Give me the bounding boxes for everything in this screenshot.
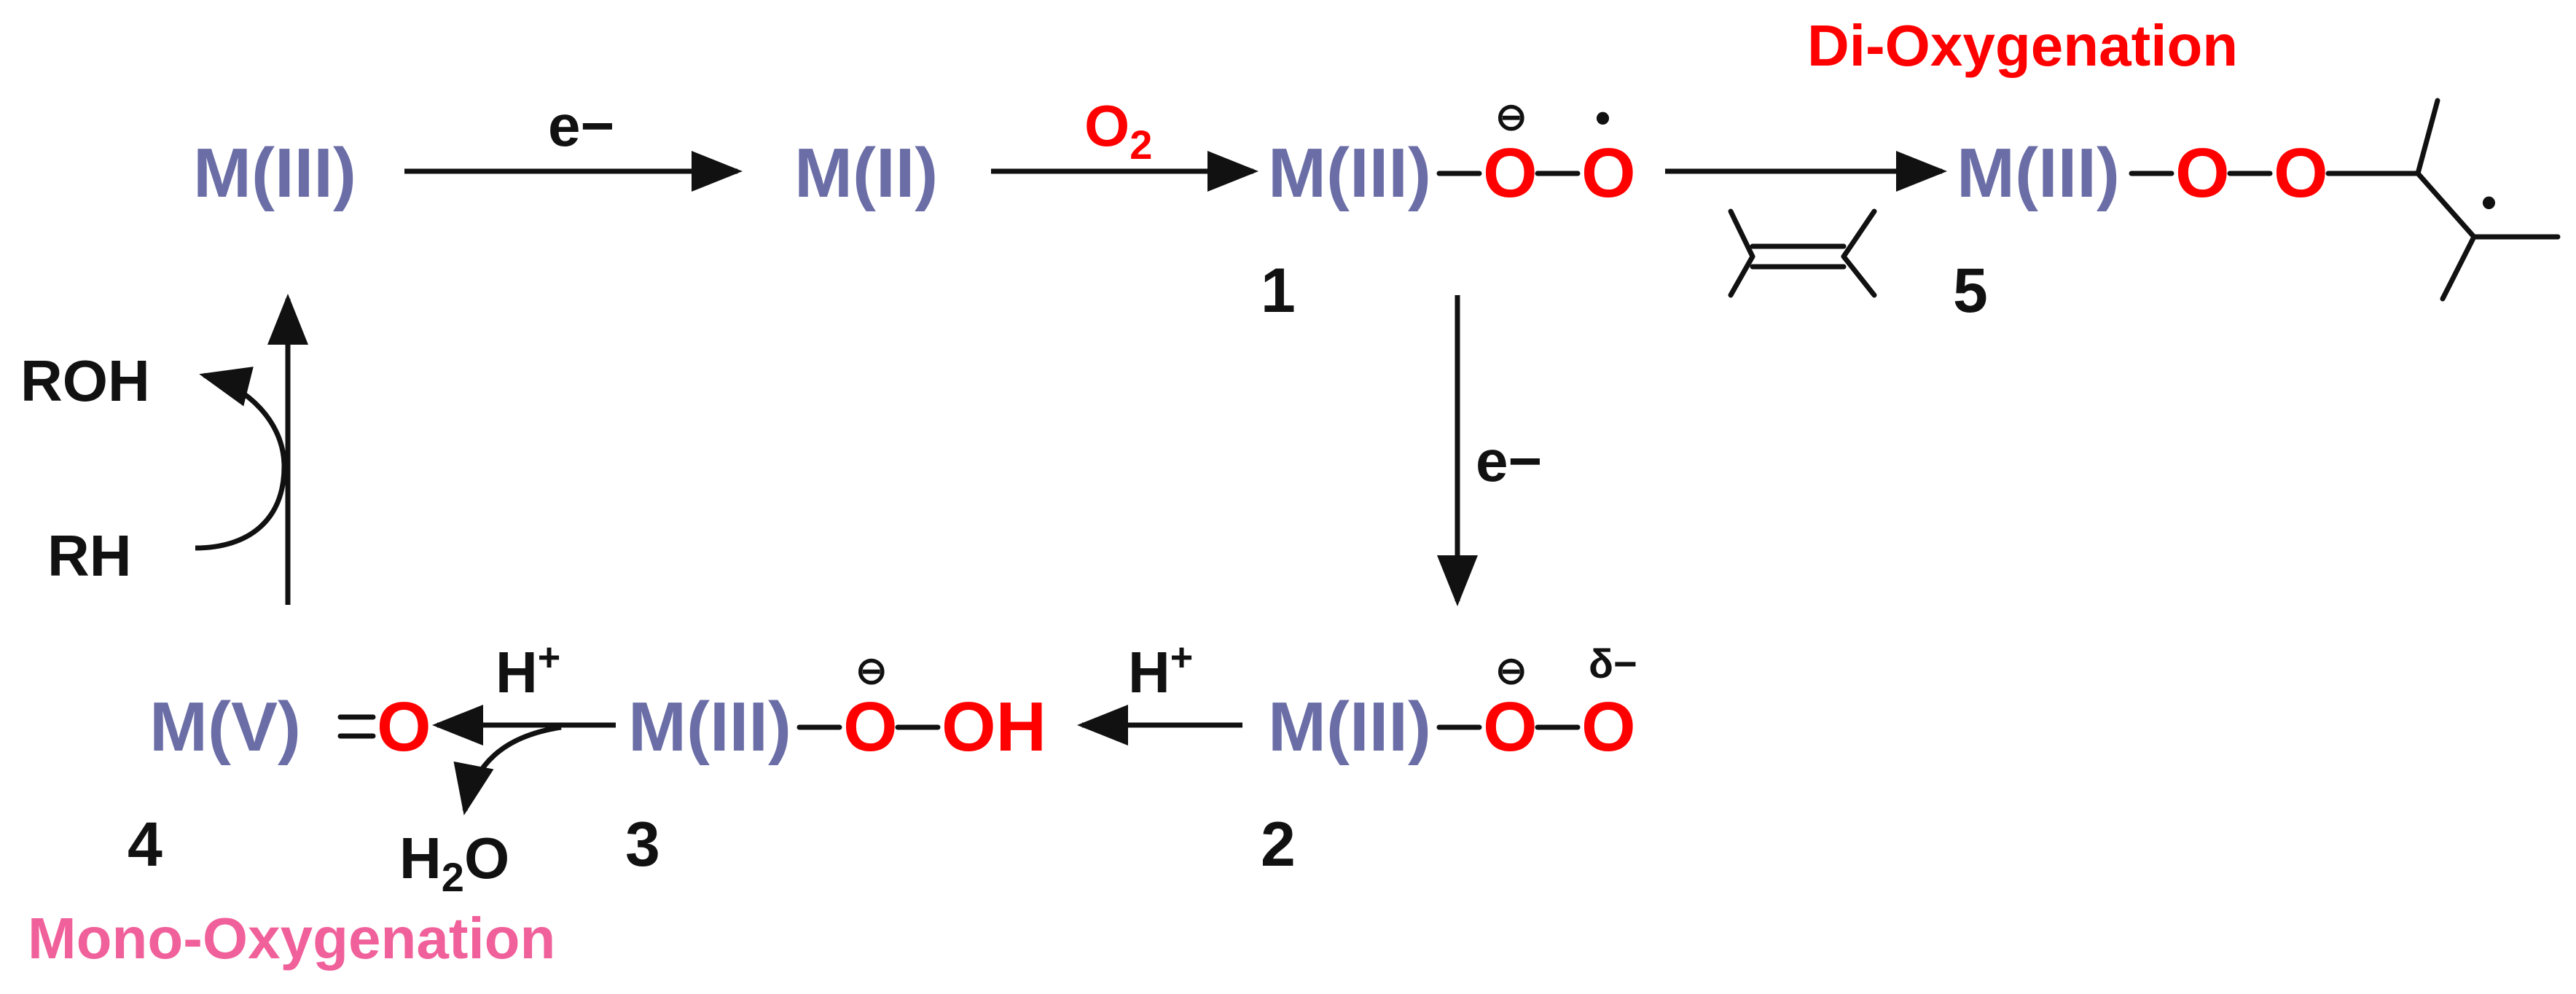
c1-radical-dot: • xyxy=(1595,93,1610,142)
c1-oxygen-1: O xyxy=(1483,134,1538,212)
c4-metal: M(V) xyxy=(149,688,301,766)
c5-radical-dot: • xyxy=(2481,178,2497,227)
c1-minus-charge: ⊖ xyxy=(1495,96,1527,138)
di-oxygenation-label: Di-Oxygenation xyxy=(1807,13,2238,78)
substrate-rh: RH xyxy=(47,523,132,588)
c3-metal: M(III) xyxy=(628,688,791,766)
c5-oxygen-2: O xyxy=(2274,134,2328,212)
c1-metal: M(III) xyxy=(1268,134,1431,212)
water-product: H2O xyxy=(399,826,509,900)
c2-oxygen-2: O xyxy=(1581,688,1636,766)
compound-number-4: 4 xyxy=(128,810,163,880)
c5-metal: M(III) xyxy=(1957,134,2120,212)
reagent-proton-1: H+ xyxy=(496,635,560,705)
water-h: H xyxy=(399,826,442,891)
compound-number-2: 2 xyxy=(1261,810,1296,880)
c4-double-bond xyxy=(337,714,376,739)
species-m2: M(II) xyxy=(794,134,938,212)
product-roh: ROH xyxy=(20,348,150,413)
species-m3-start: M(III) xyxy=(193,134,356,212)
c2-delta-charge: δ− xyxy=(1589,641,1637,686)
c2-metal: M(III) xyxy=(1268,688,1431,766)
c5-alkyl-chain xyxy=(2325,98,2561,302)
reagent-proton-2-sup: + xyxy=(1170,635,1194,679)
water-subscript: 2 xyxy=(442,854,464,900)
compound-number-1: 1 xyxy=(1261,256,1296,326)
water-release-curve xyxy=(453,724,562,815)
reagent-o2-base: O xyxy=(1084,93,1130,158)
water-o: O xyxy=(464,826,509,891)
compound-number-5: 5 xyxy=(1953,256,1988,326)
c4-oxo: O xyxy=(377,688,431,766)
c3-oxygen: O xyxy=(843,688,898,766)
reagent-o2-subscript: 2 xyxy=(1130,122,1152,168)
c5-oxygen-1: O xyxy=(2175,134,2230,212)
alkene-structure xyxy=(1728,208,1877,298)
hydroxylation-curve xyxy=(195,367,287,551)
reagent-proton-2-base: H xyxy=(1128,640,1170,705)
c3-minus-charge: ⊖ xyxy=(856,650,888,692)
mono-oxygenation-label: Mono-Oxygenation xyxy=(28,906,555,971)
reagent-electron-1: e− xyxy=(548,93,614,158)
reagent-proton-1-base: H xyxy=(496,640,538,705)
c1-oxygen-2: O xyxy=(1581,134,1636,212)
reagent-electron-2: e− xyxy=(1476,428,1542,493)
reagent-o2: O2 xyxy=(1084,93,1152,168)
c3-hydroxyl: OH xyxy=(941,688,1046,766)
reagent-proton-1-sup: + xyxy=(538,635,561,679)
c2-oxygen-1: O xyxy=(1483,688,1538,766)
reagent-proton-2: H+ xyxy=(1128,635,1193,705)
c2-minus-charge: ⊖ xyxy=(1495,650,1527,692)
compound-number-3: 3 xyxy=(625,810,660,880)
